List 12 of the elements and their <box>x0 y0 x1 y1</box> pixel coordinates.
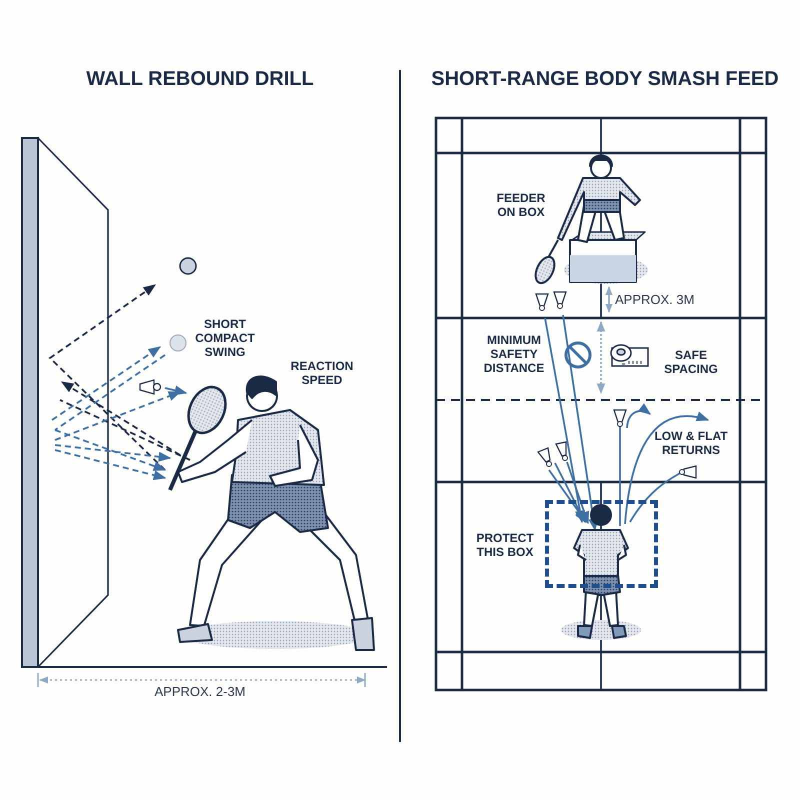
annotation: SHORT COMPACT SWING <box>194 318 256 360</box>
dimension-label: APPROX. 2-3M <box>153 685 247 700</box>
target-zone <box>545 500 658 588</box>
annotation: FEEDER ON BOX <box>496 192 546 220</box>
section-title: SHORT-RANGE BODY SMASH FEED <box>430 68 780 91</box>
annotation: PROTECT THIS BOX <box>475 532 535 560</box>
annotation: SAFE SPACING <box>663 349 719 377</box>
dimension-label: APPROX. 3M <box>615 293 696 308</box>
section-title: WALL REBOUND DRILL <box>85 68 315 91</box>
annotation: REACTION SPEED <box>290 360 354 388</box>
annotation: MINIMUM SAFETY DISTANCE <box>482 334 546 376</box>
annotation: LOW & FLAT RETURNS <box>653 430 729 458</box>
